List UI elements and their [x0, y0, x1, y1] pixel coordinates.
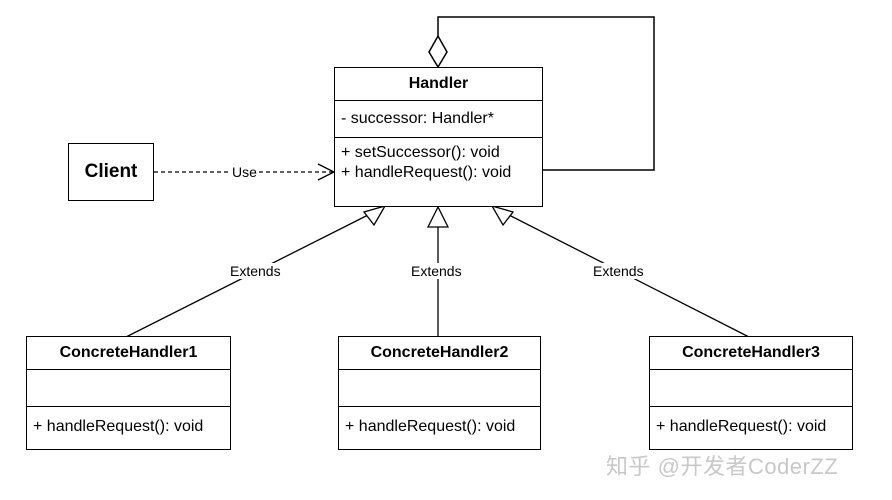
handler-class-name: Handler [335, 68, 542, 101]
inheritance-triangle-1 [362, 204, 387, 227]
concrete-handler-2-operations: + handleRequest(): void [339, 407, 540, 447]
concrete-handler-1-class[interactable]: ConcreteHandler1 + handleRequest(): void [26, 336, 231, 450]
handler-attributes: - successor: Handler* [335, 101, 542, 138]
aggregation-diamond [428, 34, 448, 69]
inheritance-triangle-2 [426, 205, 450, 228]
handler-op-set-successor: + setSuccessor(): void [341, 144, 500, 161]
concrete-handler-1-name: ConcreteHandler1 [27, 337, 230, 370]
concrete-handler-1-op: + handleRequest(): void [33, 418, 204, 435]
concrete-handler-3-operations: + handleRequest(): void [650, 407, 852, 447]
concrete-handler-3-name: ConcreteHandler3 [650, 337, 852, 370]
client-label: Client [84, 161, 138, 182]
handler-attribute-successor: - successor: Handler* [341, 110, 494, 127]
concrete-handler-2-op: + handleRequest(): void [345, 418, 516, 435]
concrete-handler-2-name: ConcreteHandler2 [339, 337, 540, 370]
concrete-handler-1-operations: + handleRequest(): void [27, 407, 230, 447]
handler-class[interactable]: Handler - successor: Handler* + setSucce… [334, 67, 543, 207]
watermark: 知乎 @开发者CoderZZ [606, 454, 839, 479]
concrete-handler-3-attributes [650, 370, 852, 407]
handler-operations: + setSuccessor(): void + handleRequest()… [335, 138, 542, 183]
concrete-handler-3-class[interactable]: ConcreteHandler3 + handleRequest(): void [649, 336, 853, 450]
concrete-handler-3-op: + handleRequest(): void [656, 418, 827, 435]
concrete-handler-2-class[interactable]: ConcreteHandler2 + handleRequest(): void [338, 336, 541, 450]
self-aggregation-line [437, 16, 655, 171]
extends-label-2: Extends [409, 263, 464, 279]
concrete-handler-2-attributes [339, 370, 540, 407]
concrete-handler-1-attributes [27, 370, 230, 407]
extends-label-1: Extends [228, 263, 283, 279]
client-box[interactable]: Client [68, 143, 154, 201]
handler-op-handle-request: + handleRequest(): void [341, 164, 512, 181]
inheritance-triangle-3 [490, 204, 515, 227]
use-label: Use [230, 164, 259, 180]
extends-label-3: Extends [591, 263, 646, 279]
